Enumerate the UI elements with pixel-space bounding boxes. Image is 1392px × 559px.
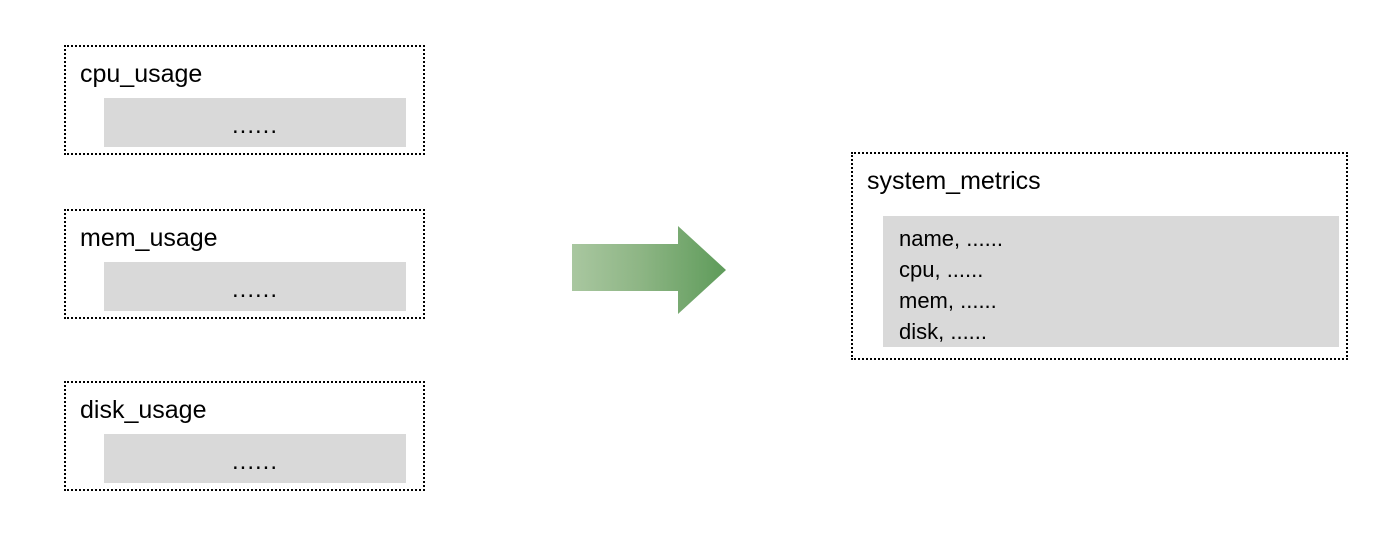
source-entity-payload: ...... [104, 262, 406, 311]
source-entity-mem-usage[interactable]: mem_usage ...... [64, 209, 425, 319]
source-entity-title: mem_usage [80, 224, 218, 252]
target-entity-system-metrics[interactable]: system_metrics name, ...... cpu, ...... … [851, 152, 1348, 360]
source-entity-payload: ...... [104, 98, 406, 147]
source-entity-title: cpu_usage [80, 60, 203, 88]
payload-ellipsis: ...... [231, 112, 278, 139]
field-row: cpu, ...... [899, 257, 984, 282]
source-entity-cpu-usage[interactable]: cpu_usage ...... [64, 45, 425, 155]
source-entity-payload: ...... [104, 434, 406, 483]
field-row: name, ...... [899, 226, 1003, 251]
target-entity-title: system_metrics [867, 167, 1041, 195]
source-entity-disk-usage[interactable]: disk_usage ...... [64, 381, 425, 491]
field-row: mem, ...... [899, 288, 997, 313]
target-entity-payload: name, ...... cpu, ...... mem, ...... dis… [883, 216, 1339, 347]
right-arrow-icon [572, 226, 726, 314]
source-entity-title: disk_usage [80, 396, 207, 424]
field-list: name, ...... cpu, ...... mem, ...... dis… [899, 223, 1003, 347]
field-row: disk, ...... [899, 319, 988, 344]
payload-ellipsis: ...... [231, 448, 278, 475]
payload-ellipsis: ...... [231, 276, 278, 303]
